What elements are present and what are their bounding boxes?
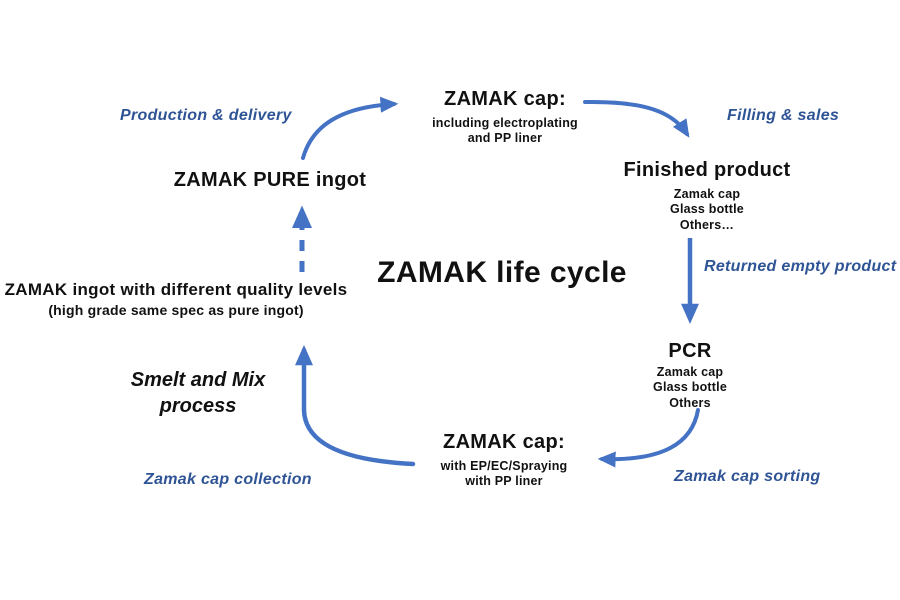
- arrow-pcr-to-cap-bottom: [597, 408, 700, 468]
- label-returned-empty-product: Returned empty product: [704, 258, 897, 275]
- node-zamak-cap-bottom: ZAMAK cap: with EP/EC/Spraying with PP l…: [441, 431, 568, 490]
- node-zamak-cap-bottom-sub2: with PP liner: [465, 474, 543, 489]
- node-pcr: PCR Zamak cap Glass bottle Others: [653, 340, 727, 411]
- label-filling-sales: Filling & sales: [727, 107, 840, 124]
- arrow-pure-ingot-to-cap-top: [301, 96, 399, 160]
- node-finished-product-sub3: Others…: [679, 217, 735, 232]
- node-finished-product: Finished product Zamak cap Glass bottle …: [623, 159, 790, 233]
- label-smelt-and-mix-process: Smelt and Mix process: [131, 367, 265, 419]
- label-smelt-line2: process: [159, 395, 237, 417]
- node-pcr-sub3: Others: [669, 395, 711, 410]
- node-zamak-cap-top-sub1: including electroplating: [432, 116, 578, 130]
- node-zamak-pure-ingot-title: ZAMAK PURE ingot: [173, 169, 367, 191]
- label-zamak-cap-sorting: Zamak cap sorting: [674, 468, 821, 485]
- arrow-cap-top-to-finished-product: [583, 99, 690, 138]
- node-finished-product-sub1: Zamak cap: [673, 187, 741, 201]
- node-pcr-title: PCR: [668, 340, 712, 362]
- node-finished-product-sub2: Glass bottle: [670, 202, 744, 217]
- node-zamak-ingot-mixed-sub1: (high grade same spec as pure ingot): [48, 301, 304, 318]
- node-zamak-pure-ingot: ZAMAK PURE ingot: [174, 169, 367, 192]
- node-zamak-ingot-mixed: ZAMAK ingot with different quality level…: [5, 280, 348, 319]
- node-zamak-cap-bottom-sub1: with EP/EC/Spraying: [440, 459, 568, 473]
- node-zamak-cap-bottom-title: ZAMAK cap:: [443, 431, 565, 453]
- node-zamak-cap-top-sub2: and PP liner: [467, 131, 543, 146]
- node-pcr-sub2: Glass bottle: [653, 380, 727, 395]
- node-pcr-sub1: Zamak cap: [656, 365, 724, 379]
- diagram-title: ZAMAK life cycle: [377, 256, 627, 289]
- label-smelt-line1: Smelt and Mix: [130, 369, 266, 391]
- node-zamak-ingot-mixed-title: ZAMAK ingot with different quality level…: [4, 280, 348, 299]
- label-production-delivery: Production & delivery: [120, 107, 292, 124]
- node-zamak-cap-top-title: ZAMAK cap:: [444, 88, 566, 110]
- label-zamak-cap-collection: Zamak cap collection: [144, 471, 312, 488]
- node-zamak-cap-top: ZAMAK cap: including electroplating and …: [432, 88, 578, 147]
- arrow-cap-bottom-to-ingot-mixed: [295, 345, 416, 467]
- node-finished-product-title: Finished product: [623, 159, 791, 181]
